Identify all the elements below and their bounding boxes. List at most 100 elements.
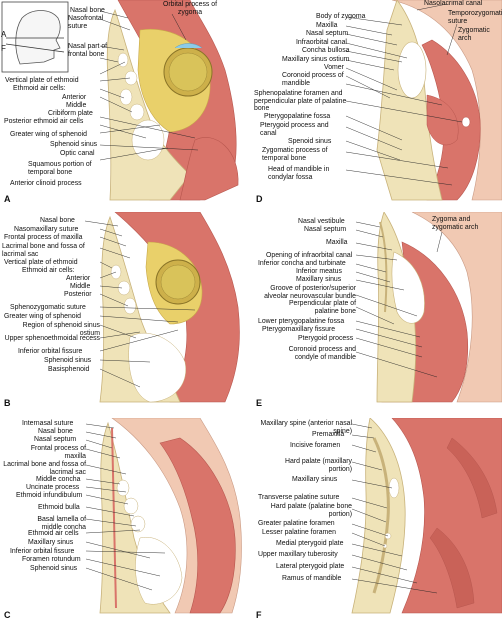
panel-b-label-basisphenoid: Basisphenoid [48, 366, 90, 373]
panel-c-label-internasal: Internasal suture [22, 420, 74, 427]
panel-b-illustration [84, 212, 240, 403]
panel-d-label-nasal-septum: Nasal septum [306, 30, 349, 37]
panel-e-label-inferior-meatus: Inferior meatus [296, 268, 342, 275]
panel-e-maxillary-sinus [391, 251, 425, 324]
panel-e-label-perpendicular-plate: Perpendicular plate of palatine bone [288, 300, 356, 315]
panel-a-label-squamous: Squamous portion of temporal bone [28, 161, 92, 176]
panel-c-label-nasal-septum: Nasal septum [34, 436, 77, 443]
panel-c-label-nasal-bone: Nasal bone [38, 428, 73, 435]
panel-a-label-anterior: Anterior [62, 94, 87, 101]
panel-f-label-medial-pterygoid: Medial pterygoid plate [276, 540, 344, 547]
panel-e-label-maxillary-sinus: Maxillary sinus [296, 276, 342, 283]
panel-d-label-temporozygomatic: Temporozygomatic suture [448, 10, 502, 25]
panel-e-label-maxilla: Maxilla [326, 239, 348, 246]
panel-b-label-lacrimal: Lacrimal bone and fossa of lacrimal sac [2, 243, 85, 258]
panel-d-label-infraorbital: Infraorbital canal [296, 39, 347, 46]
panel-e-label-nasal-vestibule: Nasal vestibule [298, 218, 345, 225]
panel-d-label-sphenopalatine: Sphenopalatine foramen and perpendicular… [254, 90, 347, 113]
panel-d-label-vomer: Vomer [324, 64, 344, 71]
panel-f-label-lateral-pterygoid: Lateral pterygoid plate [276, 563, 345, 570]
panel-d-label-maxillary-ostium: Maxillary sinus ostium [282, 56, 350, 63]
panel-f-label-hard-palate-palatine: Hard palate (palatine bone portion) [270, 503, 352, 518]
panel-f-label-greater-palatine: Greater palatine foramen [258, 520, 335, 527]
panel-a-label-anterior-clinoid: Anterior clinoid process [10, 180, 82, 187]
panel-d-label-coronoid: Coronoid process of mandible [282, 72, 344, 87]
panel-d: Nasolacrimal canal Temporozygomatic sutu… [252, 0, 502, 207]
panel-a-label-sphenoid-sinus: Sphenoid sinus [50, 141, 98, 148]
panel-c-bone [99, 421, 171, 614]
panel-c-label-ethmoid-cells: Ethmoid air cells [28, 530, 79, 537]
panel-a-label-nasal-part-frontal: Nasal part of frontal bone [68, 43, 108, 58]
panel-d-label-head-mandible: Head of mandible in condylar fossa [268, 166, 330, 181]
panel-f-label-maxillary-spine: Maxillary spine (anterior nasal spine) [260, 420, 352, 435]
panel-c-letter: C [4, 610, 11, 620]
panel-d-label-concha-bullosa: Concha bullosa [302, 47, 350, 54]
panel-c-illustration [85, 418, 242, 614]
panel-f-label-incisive-foramen: Incisive foramen [290, 442, 341, 449]
panel-b-label-vertical-plate: Vertical plate of ethmoid [4, 259, 78, 266]
panel-e-illustration [355, 212, 502, 403]
panel-f-label-maxillary-sinus: Maxillary sinus [292, 476, 338, 483]
panel-a-label-nasal-bone: Nasal bone [70, 7, 105, 14]
panel-c-label-middle-concha: Middle concha [36, 476, 81, 483]
panel-e-label-groove: Groove of posterior/superior alveolar ne… [264, 285, 356, 300]
panel-d-label-maxilla: Maxilla [316, 22, 338, 29]
panel-b-label-anterior: Anterior [66, 275, 91, 282]
panel-e-label-lower-fossa: Lower pterygopalatine fossa [258, 318, 345, 325]
panel-e-letter: E [256, 398, 263, 408]
panel-b-label-nasomaxillary: Nasomaxillary suture [14, 226, 79, 233]
panel-a-label-ethmoid-cells: Ethmoid air cells: [13, 85, 66, 92]
panel-c-label-bulla: Ethmoid bulla [38, 504, 80, 511]
panel-b-bone [99, 215, 181, 403]
panel-e-label-coronoid-condyle: Coronoid process and condyle of mandible [288, 346, 356, 361]
panel-c-label-infundibulum: Ethmoid infundibulum [16, 492, 83, 499]
panel-d-label-body-zygoma: Body of zygoma [316, 13, 366, 20]
panel-d-maxillary-sinus [397, 41, 427, 99]
panel-b-label-inferior-orbital: Inferior orbital fissure [18, 348, 83, 355]
panel-b-label-nasal-bone: Nasal bone [40, 217, 75, 224]
panel-a-label-optic-canal: Optic canal [60, 150, 95, 157]
panel-e-label-zygoma: Zygoma and zygomatic arch [432, 216, 479, 231]
panel-c-label-lacrimal: Lacrimal bone and fossa of lacrimal sac [3, 461, 86, 476]
panel-c-label-foramen-rotundum: Foramen rotundum [22, 556, 81, 563]
panel-e-label-infraorbital-opening: Opening of infraorbital canal [266, 252, 353, 259]
panel-f-letter: F [256, 610, 262, 620]
panel-e-label-pterygomaxillary: Pterygomaxillary fissure [262, 326, 336, 333]
panel-f-illustration [351, 418, 502, 614]
panel-b-label-upper-recess: Upper sphenoethmoidal recess [4, 335, 100, 342]
panel-b-label-sphenoid-ostium: Region of sphenoid sinus ostium [22, 322, 100, 337]
panel-b-label-middle: Middle [70, 283, 91, 290]
panel-c-label-inferior-orbital: Inferior orbital fissure [10, 548, 75, 555]
panel-d-illustration [345, 0, 502, 201]
panel-c-label-sphenoid-sinus: Sphenoid sinus [30, 565, 78, 572]
panel-a-label-middle: Middle [66, 102, 87, 109]
panel-c: Internasal suture Nasal bone Nasal septu… [0, 418, 250, 624]
panel-e-label-nasal-septum: Nasal septum [304, 226, 347, 233]
panel-d-label-pterygopalatine: Pterygopalatine fossa [264, 113, 331, 120]
panel-b-letter: B [4, 398, 11, 408]
panel-a-label-cribiform: Cribiform plate [48, 110, 93, 117]
panel-d-skin [391, 0, 502, 201]
panel-f: Maxillary spine (anterior nasal spine) P… [252, 418, 502, 624]
panel-c-label-maxillary-sinus: Maxillary sinus [28, 539, 74, 546]
panel-c-muscle [159, 437, 236, 614]
panel-a-label-orbital-process-zygoma: Orbital process of zygoma [163, 1, 217, 16]
panel-b: Nasal bone Nasomaxillary suture Frontal … [0, 212, 250, 412]
panel-a-label-nasofrontal-suture: Nasofrontal suture [68, 15, 104, 30]
panel-d-label-pterygoid-process: Pterygoid process and canal [260, 122, 329, 137]
panel-a-illustration [1, 0, 239, 201]
panel-c-label-basal-lamella: Basal lamella of middle concha [37, 516, 86, 531]
panel-d-label-spenoid-sinus: Spenoid sinus [288, 138, 332, 145]
panel-a-inset-letter-a: A [1, 30, 7, 39]
panel-e-label-pterygoid-process: Pterygoid process [298, 335, 354, 342]
panel-d-label-zygomatic-process: Zygomatic process of temporal bone [262, 147, 328, 162]
panel-f-label-maxillary-tuberosity: Upper maxillary tuberosity [258, 551, 338, 558]
panel-b-label-frontal-process: Frontal process of maxilla [4, 234, 83, 241]
panel-f-label-transverse-suture: Transverse palatine suture [258, 494, 340, 501]
panel-a-inset-letter-f: F [1, 44, 6, 53]
panel-f-label-premaxilla: Premaxilla [312, 431, 345, 438]
panel-e-label-inferior-concha: Inferior concha and turbinate [258, 260, 346, 267]
panel-d-label-nasolacrimal: Nasolacrimal canal [424, 0, 483, 7]
panel-f-label-ramus: Ramus of mandible [282, 575, 342, 582]
